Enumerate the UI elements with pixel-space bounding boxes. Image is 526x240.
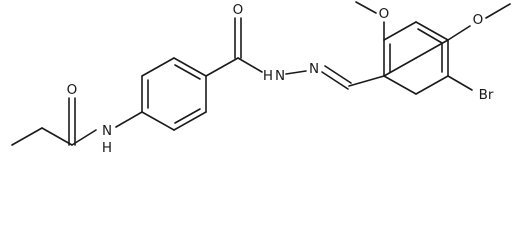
- ring2-bond-7: [383, 21, 417, 41]
- chemical-structure-diagram: O N H O H N N O O Br: [11, 1, 511, 156]
- bond-o1-ch3: [355, 1, 377, 14]
- atom-hydrazide-hydrogen: H: [263, 68, 273, 84]
- atom-amide-nitrogen: N: [102, 123, 112, 139]
- ring2-bond-8: [415, 21, 449, 41]
- ring2-inner-3: [417, 28, 443, 44]
- bond-o2-ch3: [485, 3, 511, 19]
- bond-ring-br: [447, 75, 473, 91]
- bond-ethyl-ch2: [41, 127, 73, 146]
- bond-ethyl-ch3: [11, 127, 43, 146]
- ring1-bond-2: [141, 57, 175, 77]
- ring2-bond-2: [415, 39, 449, 59]
- ring1-bond-6: [141, 111, 175, 131]
- bond-hydrazide-cn: [237, 57, 263, 73]
- ring2-bond-1: [383, 57, 417, 77]
- ring1-inner-2: [174, 64, 201, 80]
- bond-imine-1: [321, 71, 349, 90]
- bond-ring-carbonyl: [205, 57, 239, 77]
- bond-lines: [11, 1, 511, 146]
- atom-methoxy-oxygen-2: O: [473, 12, 484, 28]
- bond-ch-ring2: [348, 75, 385, 87]
- ring1-bond-3: [173, 57, 207, 77]
- atom-hydrazide-nitrogen: N: [275, 68, 285, 84]
- ring1-inner-3: [174, 108, 201, 124]
- atom-amide-hydrogen: H: [102, 140, 112, 156]
- ring1-bond-5: [173, 111, 207, 131]
- ring2-bond-5: [383, 75, 417, 95]
- ring2-bond-4: [415, 75, 449, 95]
- atom-amide-oxygen: O: [67, 82, 78, 98]
- bond-n-ring: [115, 111, 143, 128]
- atom-bromine: Br: [479, 87, 494, 103]
- atom-labels: O N H O H N N O O Br: [67, 2, 494, 156]
- atom-methoxy-oxygen-1: O: [379, 6, 390, 22]
- atom-carbonyl-oxygen: O: [233, 2, 244, 18]
- bond-n-n: [285, 70, 307, 75]
- bond-ring-o2: [447, 25, 471, 41]
- atom-imine-nitrogen: N: [309, 61, 319, 77]
- bond-imine-2: [324, 65, 352, 84]
- bond-amide-cn: [71, 129, 97, 146]
